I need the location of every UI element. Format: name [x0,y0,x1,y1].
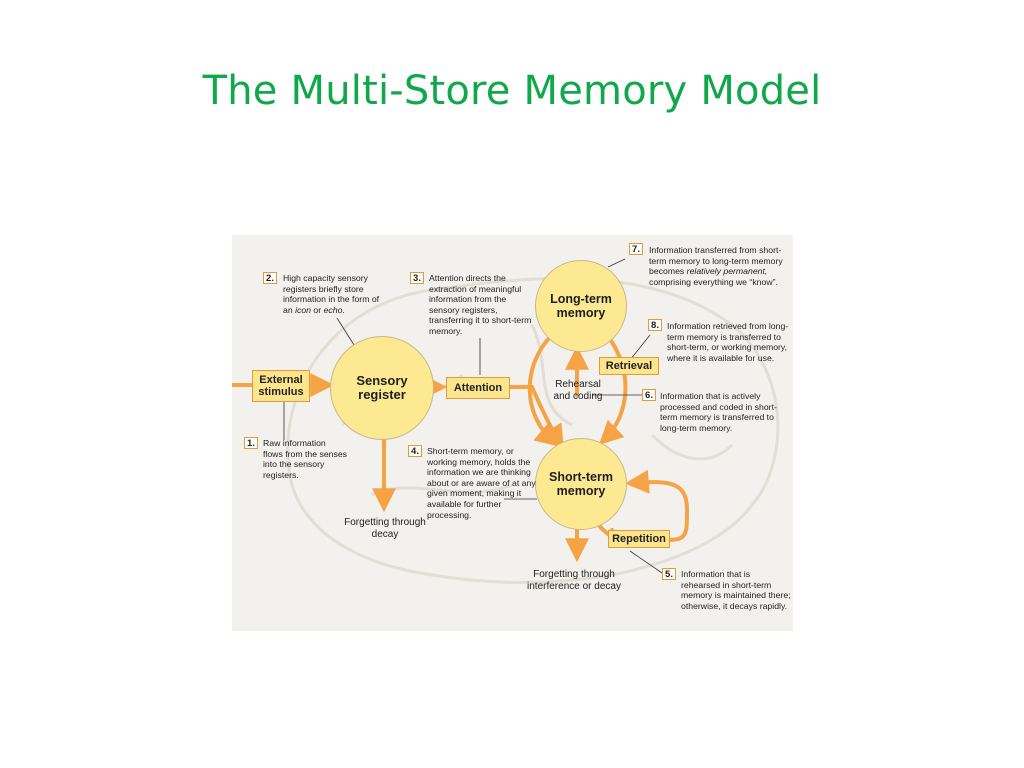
note-6-badge: 6. [642,389,656,401]
long-term-memory-circle: Long-term memory [535,260,627,352]
short-term-memory-label: Short-term memory [549,470,613,498]
note-7-text: Information transferred from short-term … [649,245,791,287]
note-2-echo-word: echo [323,304,343,315]
note-4-text: Short-term memory, or working memory, ho… [427,446,536,520]
repetition-label: Repetition [612,533,666,545]
diagram-graphics [232,258,780,584]
note-2-text: High capacity sensory registers briefly … [283,273,383,315]
note-2-badge: 2. [263,272,277,284]
note-1-text: Raw information flows from the senses in… [263,438,348,480]
note-2-text-part: or [311,304,324,315]
repetition-box: Repetition [608,530,670,548]
memory-model-diagram: External stimulus Sensory register Atten… [232,235,793,631]
attention-label: Attention [453,382,503,394]
note-7-emphasis: relatively permanent, [686,266,768,277]
repetition-loop-arrow [624,469,690,542]
sensory-register-label: Sensory register [356,373,408,402]
sensory-register-circle: Sensory register [330,336,434,440]
rehearsal-coding-label: Rehearsal and coding [553,379,603,402]
note-2-text-part: High capacity sensory registers briefly … [283,273,380,315]
slide-title: The Multi-Store Memory Model [202,68,822,114]
note-7-text-part: comprising everything we “know”. [649,276,778,287]
external-stimulus-box: External stimulus [252,370,310,402]
note-4-badge: 4. [408,445,422,457]
flow-arrows [232,333,690,563]
note-2-text-part: . [342,304,345,315]
external-stimulus-label: External stimulus [258,374,304,398]
ltm-to-stm-left-arrow [527,333,560,447]
note-1-badge: 1. [244,437,258,449]
retrieval-label: Retrieval [605,360,653,372]
short-term-memory-circle: Short-term memory [535,438,627,530]
note-2-icon-word: icon [295,304,312,315]
attention-box: Attention [446,377,510,399]
note-7-badge: 7. [629,243,643,255]
forgetting-interference-label: Forgetting through interference or decay [527,569,621,592]
note-7-text-part: Information transferred from short-term … [649,245,783,277]
note-6-text: Information that is actively processed a… [660,391,777,433]
note-8-text: Information retrieved from long-term mem… [667,321,789,363]
callout-lines [283,258,663,574]
note-5-badge: 5. [662,568,676,580]
note-3-badge: 3. [410,272,424,284]
forgetting-decay-label: Forgetting through decay [344,517,426,540]
ltm-to-stm-right-arrow [598,333,628,445]
note-3-text: Attention directs the extraction of mean… [429,273,532,336]
retrieval-box: Retrieval [599,357,659,375]
long-term-memory-label: Long-term memory [550,292,612,320]
note-8-badge: 8. [648,319,662,331]
note-5-text: Information that is rehearsed in short-t… [681,569,791,611]
